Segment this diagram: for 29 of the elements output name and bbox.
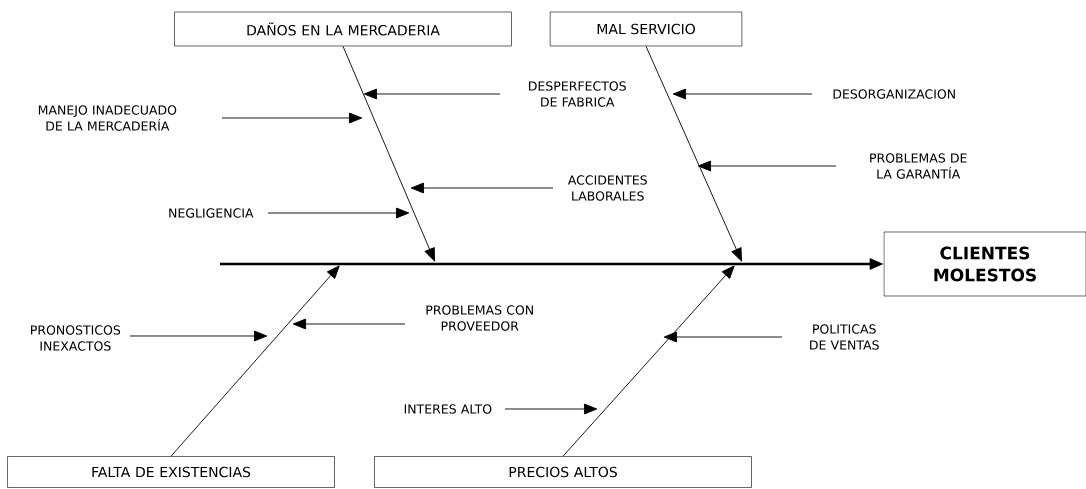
- cause-label: PRONOSTICOS INEXACTOS: [31, 325, 121, 351]
- arrow: [342, 45, 435, 262]
- arrow: [697, 160, 837, 172]
- cause-label: DESORGANIZACION: [833, 89, 955, 99]
- category-box: DAÑOS EN LA MERCADERIA: [174, 11, 512, 47]
- cause-label: PROBLEMAS DE LA GARANTÍA: [870, 153, 967, 179]
- arrow: [292, 318, 406, 330]
- cause-label: PROBLEMAS CON PROVEEDOR: [426, 305, 533, 331]
- cause-label: POLITICAS DE VENTAS: [810, 324, 879, 350]
- arrow: [410, 182, 554, 194]
- cause-label: INTERES ALTO: [404, 404, 492, 414]
- category-box: FALTA DE EXISTENCIAS: [7, 456, 335, 488]
- arrow: [672, 88, 813, 100]
- arrow: [363, 88, 501, 100]
- arrow: [221, 112, 363, 124]
- arrow: [170, 265, 340, 457]
- arrow: [267, 207, 410, 219]
- category-box: PRECIOS ALTOS: [374, 456, 752, 488]
- arrow: [129, 330, 268, 342]
- effect-box: CLIENTES MOLESTOS: [883, 231, 1086, 297]
- arrow: [504, 403, 598, 415]
- cause-label: NEGLIGENCIA: [169, 208, 254, 218]
- arrow: [663, 331, 783, 343]
- category-box: MAL SERVICIO: [549, 11, 743, 47]
- arrow: [645, 45, 742, 262]
- cause-label: ACCIDENTES LABORALES: [567, 175, 647, 201]
- cause-label: MANEJO INADECUADO DE LA MERCADERÍA: [38, 105, 177, 131]
- arrow: [562, 265, 735, 457]
- cause-label: DESPERFECTOS DE FABRICA: [529, 81, 626, 107]
